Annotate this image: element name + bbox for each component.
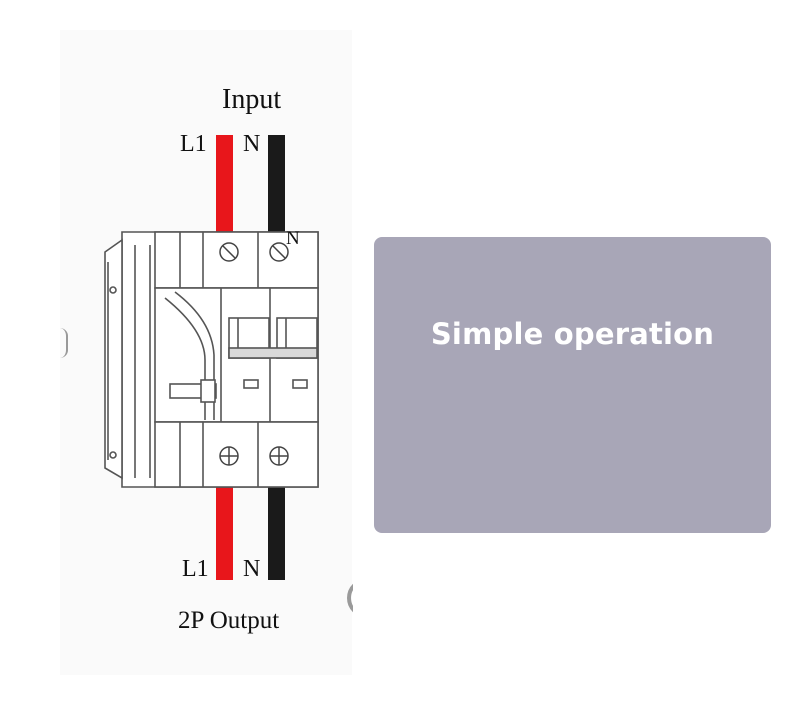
edge-fragment — [58, 328, 68, 358]
neutral-wire-top — [268, 135, 285, 253]
neutral-pole-marker: N — [286, 228, 300, 249]
terminal-screw-bottom-neutral — [269, 446, 289, 466]
input-label: Input — [222, 84, 282, 115]
terminal-screw-bottom-line — [219, 446, 239, 466]
top-neutral-terminal-label: N — [243, 131, 261, 157]
info-card: Simple operation — [374, 237, 771, 533]
bottom-neutral-terminal-label: N — [243, 556, 261, 582]
output-label: 2P Output — [178, 607, 280, 634]
breaker-body — [104, 231, 319, 488]
line-wire-bottom — [216, 470, 233, 580]
terminal-screw-top-line — [219, 242, 239, 262]
bottom-line-terminal-label: L1 — [182, 556, 209, 582]
terminal-screw-top-neutral — [269, 242, 289, 262]
top-line-terminal-label: L1 — [180, 131, 207, 157]
line-wire-top — [216, 135, 233, 253]
neutral-wire-bottom — [268, 470, 285, 580]
card-title: Simple operation — [430, 317, 715, 351]
